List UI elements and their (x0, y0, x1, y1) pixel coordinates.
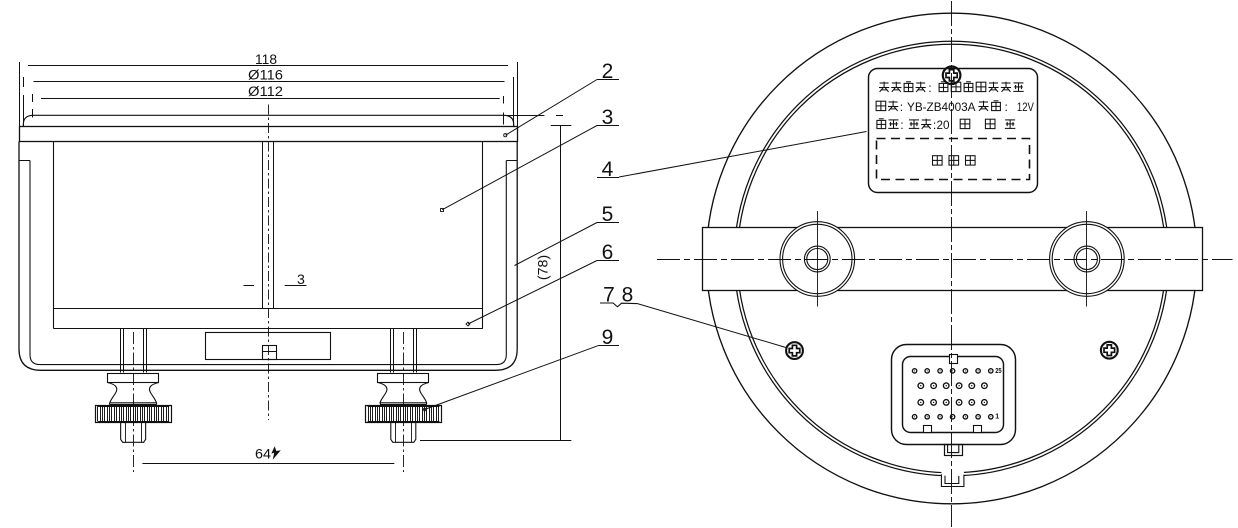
svg-text:7: 7 (603, 284, 615, 307)
svg-text:(78): (78) (536, 255, 552, 280)
svg-text::: : (900, 100, 903, 114)
svg-text:25: 25 (995, 368, 1002, 375)
svg-text:20: 20 (937, 118, 950, 132)
svg-text::: : (933, 118, 936, 132)
svg-text:118: 118 (255, 52, 277, 68)
svg-text:5: 5 (602, 203, 614, 226)
svg-text:Ø112: Ø112 (248, 84, 283, 100)
svg-text:12V: 12V (1017, 100, 1035, 114)
svg-text:9: 9 (602, 326, 614, 349)
svg-text:6: 6 (602, 241, 614, 264)
svg-text:8: 8 (622, 284, 634, 307)
svg-text:3: 3 (297, 272, 305, 288)
svg-text:4: 4 (602, 158, 614, 181)
svg-text:YB-ZB4003A: YB-ZB4003A (907, 100, 976, 114)
svg-text::: : (1005, 100, 1008, 114)
svg-text:64: 64 (255, 447, 271, 463)
svg-text:Ø116: Ø116 (248, 67, 283, 83)
svg-text:2: 2 (602, 60, 614, 83)
svg-text:1: 1 (995, 413, 999, 420)
svg-text:3: 3 (602, 106, 614, 129)
svg-text::: : (900, 118, 903, 132)
svg-text::: : (928, 81, 931, 95)
